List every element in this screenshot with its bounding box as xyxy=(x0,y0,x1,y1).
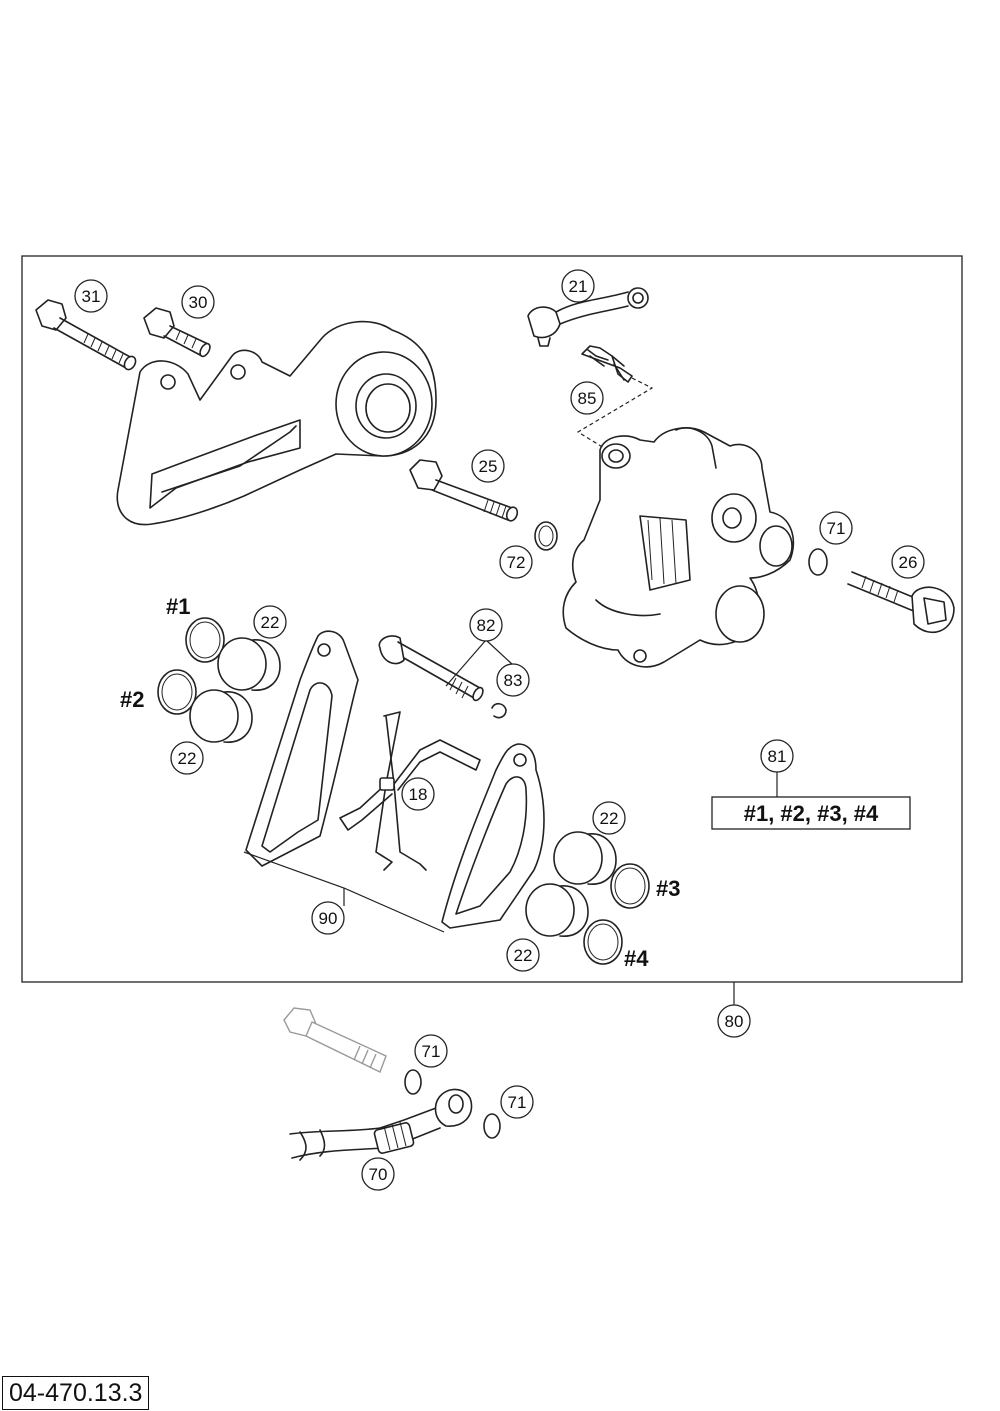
svg-text:18: 18 xyxy=(409,785,428,804)
assembly-frame xyxy=(21,255,963,983)
brake-pad-right[interactable] xyxy=(441,743,545,929)
svg-text:82: 82 xyxy=(477,616,496,635)
bolt-30[interactable] xyxy=(143,307,212,358)
brake-hose-70[interactable] xyxy=(289,1088,473,1161)
pad-pin-82[interactable] xyxy=(378,635,485,702)
svg-text:70: 70 xyxy=(369,1165,388,1184)
callout-82[interactable]: 82 xyxy=(469,608,503,642)
svg-text:71: 71 xyxy=(508,1093,527,1112)
svg-text:80: 80 xyxy=(725,1012,744,1031)
svg-text:22: 22 xyxy=(600,809,619,828)
seal-label-1: #1 xyxy=(166,594,190,619)
seal-3[interactable] xyxy=(610,863,650,909)
banjo-bolt-ghost xyxy=(283,1007,387,1073)
callout-22-upper-right[interactable]: 22 xyxy=(592,801,626,835)
piston-22-upper-right[interactable] xyxy=(553,831,617,885)
svg-text:21: 21 xyxy=(569,277,588,296)
washer-71-lower[interactable] xyxy=(483,1113,501,1139)
o-ring-72[interactable] xyxy=(534,521,558,551)
svg-text:22: 22 xyxy=(514,946,533,965)
seal-label-2: #2 xyxy=(120,687,144,712)
callout-80[interactable]: 80 xyxy=(717,1004,751,1038)
callout-22-lower-left[interactable]: 22 xyxy=(170,741,204,775)
svg-text:22: 22 xyxy=(261,613,280,632)
svg-text:30: 30 xyxy=(189,293,208,312)
piston-22-lower-right[interactable] xyxy=(525,883,589,937)
leader-lines xyxy=(243,639,778,1005)
callout-70[interactable]: 70 xyxy=(361,1157,395,1191)
seal-4[interactable] xyxy=(583,919,623,965)
svg-text:26: 26 xyxy=(899,553,918,572)
pin-25[interactable] xyxy=(409,459,519,522)
svg-text:25: 25 xyxy=(479,457,498,476)
svg-text:31: 31 xyxy=(82,287,101,306)
bolt-31[interactable] xyxy=(35,299,138,372)
bolt-26[interactable] xyxy=(847,571,955,634)
svg-text:90: 90 xyxy=(319,909,338,928)
seal-label-3: #3 xyxy=(656,876,680,901)
bleeder-cap-21[interactable] xyxy=(527,287,649,347)
callout-22-lower-right[interactable]: 22 xyxy=(506,938,540,972)
seal-2[interactable] xyxy=(157,669,197,715)
callout-71-lower[interactable]: 71 xyxy=(500,1085,534,1119)
spring-18[interactable] xyxy=(339,711,481,871)
seal-label-4: #4 xyxy=(624,946,649,971)
seal-1[interactable] xyxy=(185,617,225,663)
callout-71-upper[interactable]: 71 xyxy=(414,1034,448,1068)
seal-kit-box[interactable]: #1, #2, #3, #4 xyxy=(711,796,911,830)
svg-text:71: 71 xyxy=(422,1042,441,1061)
callout-31[interactable]: 31 xyxy=(74,279,108,313)
diagram-code-label: 04-470.13.3 xyxy=(2,1376,150,1410)
callout-26[interactable]: 26 xyxy=(891,545,925,579)
callout-90[interactable]: 90 xyxy=(311,901,345,935)
svg-text:85: 85 xyxy=(578,389,597,408)
svg-text:72: 72 xyxy=(507,553,526,572)
callout-81[interactable]: 81 xyxy=(760,739,794,773)
callout-25[interactable]: 25 xyxy=(471,449,505,483)
washer-71-caliper[interactable] xyxy=(808,548,828,576)
callout-30[interactable]: 30 xyxy=(181,285,215,319)
svg-text:81: 81 xyxy=(768,747,787,766)
callout-21[interactable]: 21 xyxy=(561,269,595,303)
callout-83[interactable]: 83 xyxy=(496,663,530,697)
svg-text:83: 83 xyxy=(504,671,523,690)
callout-22-upper-left[interactable]: 22 xyxy=(253,605,287,639)
piston-22-lower-left[interactable] xyxy=(189,689,253,743)
caliper-body[interactable] xyxy=(562,427,795,668)
caliper-bracket[interactable] xyxy=(116,320,437,526)
svg-text:22: 22 xyxy=(178,749,197,768)
bleeder-screw-85[interactable] xyxy=(576,345,654,449)
washer-71-upper[interactable] xyxy=(404,1069,422,1095)
svg-text:71: 71 xyxy=(827,519,846,538)
callout-85[interactable]: 85 xyxy=(570,381,604,415)
brake-pad-left[interactable] xyxy=(245,630,359,867)
clip-83[interactable] xyxy=(491,702,507,719)
svg-text:#1, #2, #3, #4: #1, #2, #3, #4 xyxy=(744,801,879,826)
callout-18[interactable]: 18 xyxy=(401,777,435,811)
callout-71-caliper[interactable]: 71 xyxy=(819,511,853,545)
piston-22-upper-left[interactable] xyxy=(217,637,281,691)
callout-72[interactable]: 72 xyxy=(499,545,533,579)
